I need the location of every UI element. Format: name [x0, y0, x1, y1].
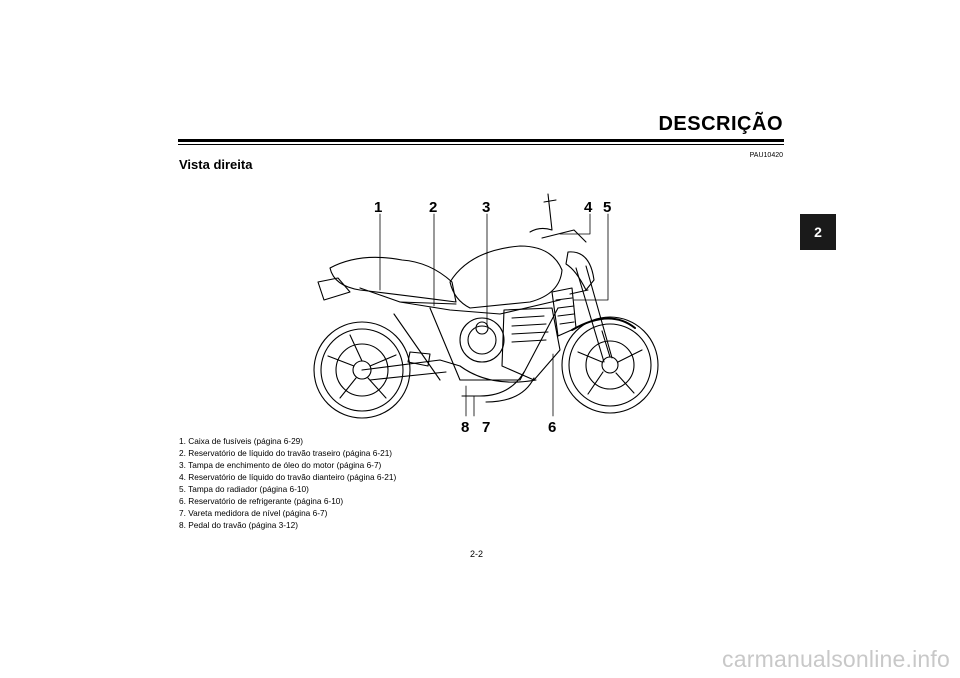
header-rule-thick [178, 139, 784, 142]
callout-5: 5 [603, 199, 611, 216]
seat [329, 256, 457, 303]
legend-item: 6. Reservatório de refrigerante (página … [179, 496, 344, 506]
reference-code: PAU10420 [749, 152, 783, 159]
watermark: carmanualsonline.info [722, 646, 950, 672]
header-rule-thin [178, 144, 784, 145]
callout-8: 8 [461, 419, 469, 436]
swingarm [361, 359, 461, 381]
callout-1: 1 [374, 199, 382, 216]
radiator [551, 287, 577, 337]
chapter-tab[interactable]: 2 [800, 214, 836, 250]
callout-6: 6 [548, 419, 556, 436]
callout-4: 4 [584, 199, 593, 216]
legend-item: 8. Pedal do travão (página 3-12) [179, 520, 299, 530]
parts-legend: 1. Caixa de fusíveis (página 6-29) 2. Re… [179, 435, 396, 531]
handlebar [529, 193, 587, 243]
legend-item: 2. Reservatório de líquido do travão tra… [179, 448, 393, 458]
legend-item: 3. Tampa de enchimento de óleo do motor … [179, 460, 382, 470]
engine [459, 307, 561, 383]
front-wheel [561, 316, 659, 414]
page-header-title: DESCRIÇÃO [658, 113, 783, 135]
frame [393, 299, 561, 381]
fuel-tank [449, 245, 563, 309]
legend-item: 1. Caixa de fusíveis (página 6-29) [179, 436, 304, 446]
page-number: 2-2 [470, 549, 484, 559]
legend-item: 7. Vareta medidora de nível (página 6-7) [179, 508, 328, 518]
callout-3: 3 [482, 199, 490, 216]
section-title: Vista direita [179, 157, 253, 172]
rear-wheel [313, 321, 411, 419]
callout-leaders [379, 213, 609, 417]
callout-7: 7 [482, 419, 490, 436]
front-fork [569, 265, 613, 363]
callout-2: 2 [429, 199, 437, 216]
legend-item: 4. Reservatório de líquido do travão dia… [179, 472, 397, 482]
legend-item: 5. Tampa do radiador (página 6-10) [179, 484, 309, 494]
exhaust [461, 371, 535, 403]
motorcycle-diagram: 1 2 3 4 5 6 7 8 [313, 193, 659, 436]
